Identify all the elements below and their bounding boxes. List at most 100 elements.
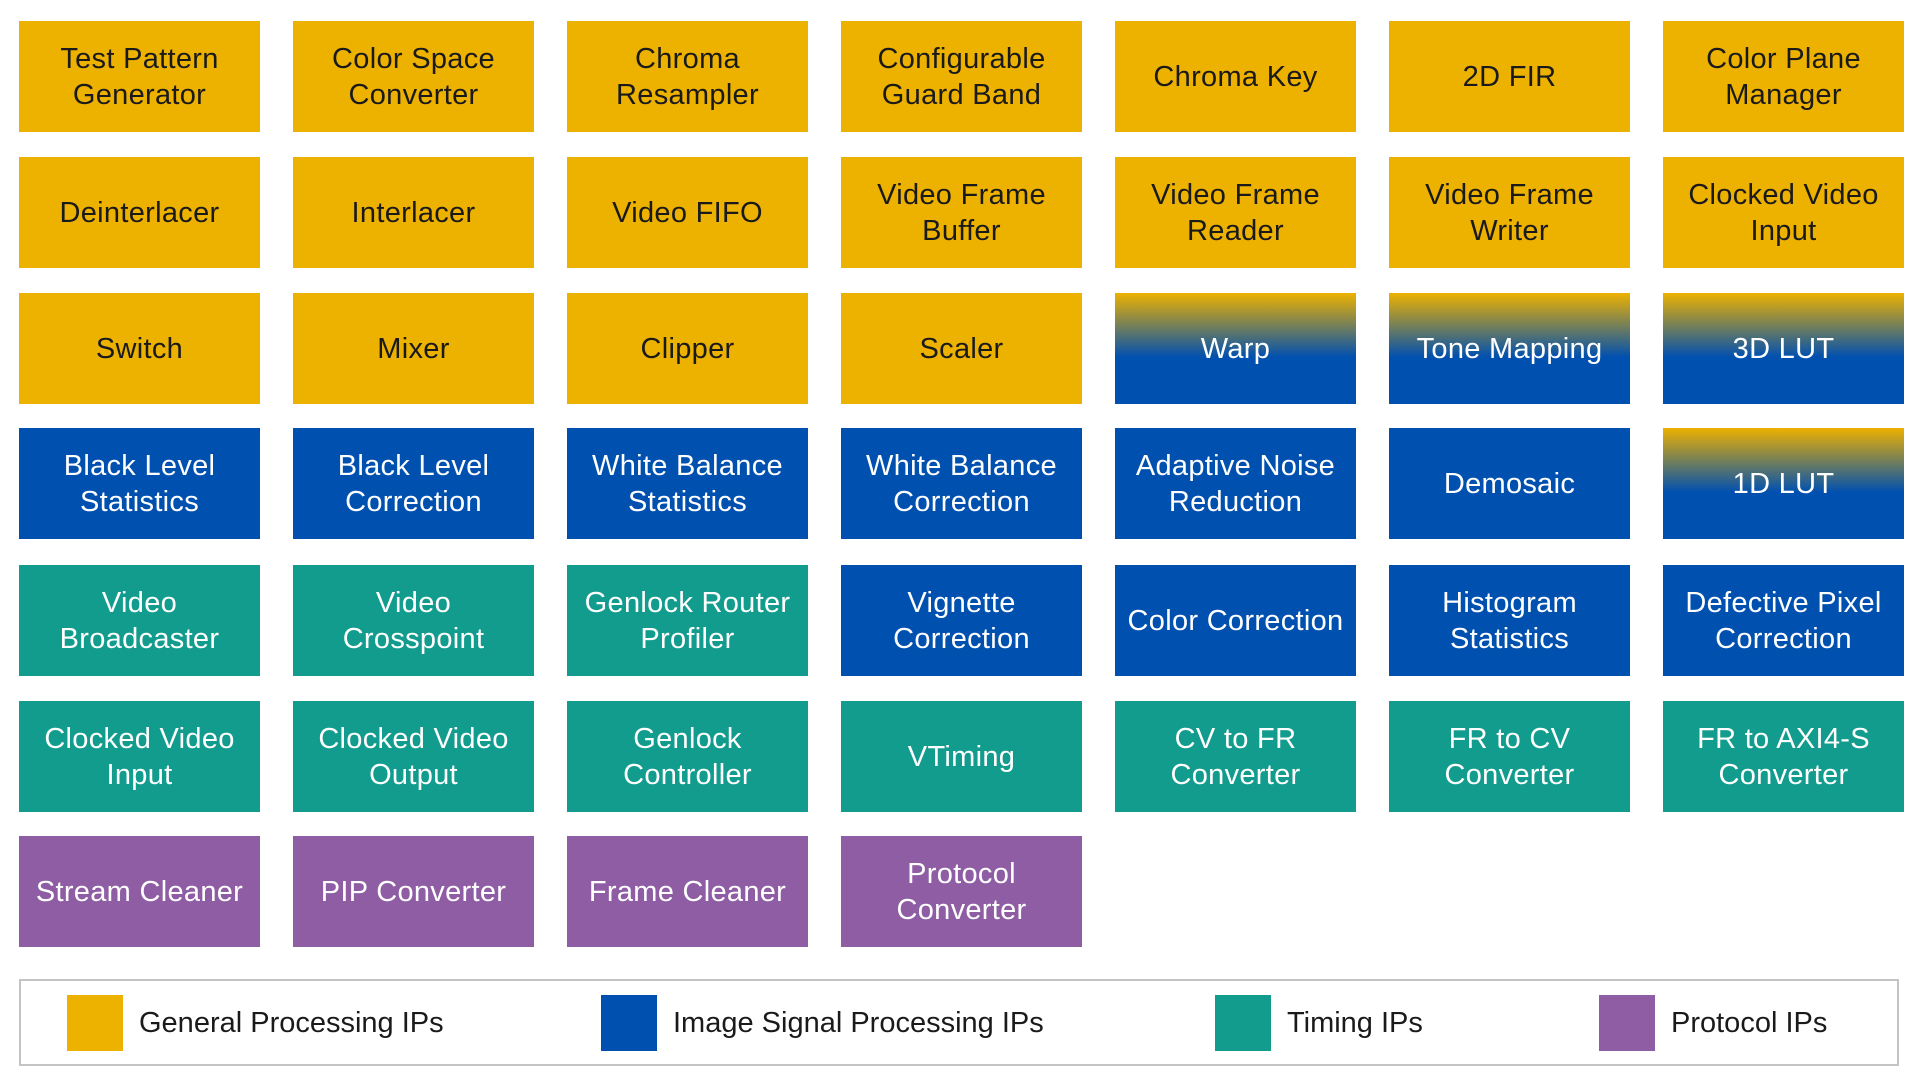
ip-block-label: Adaptive Noise Reduction bbox=[1135, 449, 1336, 518]
ip-block-label: Chroma Key bbox=[1153, 60, 1318, 93]
ip-block-clocked-video-input: Clocked Video Input bbox=[19, 701, 260, 812]
legend-label-protocol: Protocol IPs bbox=[1671, 1006, 1828, 1039]
ip-block-clocked-video-input: Clocked Video Input bbox=[1663, 157, 1904, 268]
ip-block-3d-lut: 3D LUT bbox=[1663, 293, 1904, 404]
ip-block-black-level-statistics: Black Level Statistics bbox=[19, 428, 260, 539]
ip-block-video-broadcaster: Video Broadcaster bbox=[19, 565, 260, 676]
ip-block-white-balance-correction: White Balance Correction bbox=[841, 428, 1082, 539]
legend-item-protocol: Protocol IPs bbox=[1599, 995, 1827, 1051]
ip-block-clipper: Clipper bbox=[567, 293, 808, 404]
ip-block-video-crosspoint: Video Crosspoint bbox=[293, 565, 534, 676]
ip-block-label: Frame Cleaner bbox=[588, 875, 787, 908]
ip-block-label: Video Frame Buffer bbox=[877, 178, 1046, 247]
ip-block-test-pattern-generator: Test Pattern Generator bbox=[19, 21, 260, 132]
ip-block-interlacer: Interlacer bbox=[293, 157, 534, 268]
ip-block-video-frame-buffer: Video Frame Buffer bbox=[841, 157, 1082, 268]
ip-block-label: Switch bbox=[95, 332, 184, 365]
ip-block-chroma-key: Chroma Key bbox=[1115, 21, 1356, 132]
ip-block-label: Video Frame Reader bbox=[1151, 178, 1320, 247]
legend: General Processing IPs Image Signal Proc… bbox=[19, 979, 1899, 1066]
ip-block-label: Demosaic bbox=[1443, 467, 1576, 500]
ip-block-vtiming: VTiming bbox=[841, 701, 1082, 812]
ip-block-1d-lut: 1D LUT bbox=[1663, 428, 1904, 539]
ip-block-label: Color Plane Manager bbox=[1706, 42, 1861, 111]
ip-block-label: Color Space Converter bbox=[332, 42, 495, 111]
ip-block-black-level-correction: Black Level Correction bbox=[293, 428, 534, 539]
ip-block-label: VTiming bbox=[907, 740, 1016, 773]
ip-block-label: Genlock Controller bbox=[623, 722, 752, 791]
ip-block-label: Genlock Router Profiler bbox=[584, 586, 791, 655]
ip-block-tone-mapping: Tone Mapping bbox=[1389, 293, 1630, 404]
ip-block-scaler: Scaler bbox=[841, 293, 1082, 404]
ip-block-label: Video Crosspoint bbox=[342, 586, 485, 655]
ip-block-label: FR to CV Converter bbox=[1444, 722, 1575, 791]
ip-block-warp: Warp bbox=[1115, 293, 1356, 404]
ip-block-pip-converter: PIP Converter bbox=[293, 836, 534, 947]
ip-block-label: Clocked Video Input bbox=[44, 722, 235, 791]
ip-block-color-correction: Color Correction bbox=[1115, 565, 1356, 676]
ip-block-label: Black Level Statistics bbox=[63, 449, 216, 518]
ip-block-label: 1D LUT bbox=[1732, 467, 1835, 500]
ip-block-genlock-controller: Genlock Controller bbox=[567, 701, 808, 812]
ip-block-label: Clocked Video Output bbox=[318, 722, 509, 791]
ip-block-fr-to-axi4-s-converter: FR to AXI4-S Converter bbox=[1663, 701, 1904, 812]
legend-swatch-protocol bbox=[1599, 995, 1655, 1051]
ip-block-label: Mixer bbox=[377, 332, 450, 365]
ip-block-color-space-converter: Color Space Converter bbox=[293, 21, 534, 132]
legend-label-isp: Image Signal Processing IPs bbox=[673, 1006, 1044, 1039]
ip-block-demosaic: Demosaic bbox=[1389, 428, 1630, 539]
ip-block-label: Video Frame Writer bbox=[1425, 178, 1594, 247]
ip-block-mixer: Mixer bbox=[293, 293, 534, 404]
ip-block-label: 2D FIR bbox=[1462, 60, 1557, 93]
ip-block-stream-cleaner: Stream Cleaner bbox=[19, 836, 260, 947]
ip-block-label: Interlacer bbox=[351, 196, 476, 229]
ip-block-white-balance-statistics: White Balance Statistics bbox=[567, 428, 808, 539]
ip-block-histogram-statistics: Histogram Statistics bbox=[1389, 565, 1630, 676]
legend-item-isp: Image Signal Processing IPs bbox=[601, 995, 1044, 1051]
ip-block-label: White Balance Correction bbox=[866, 449, 1057, 518]
ip-block-vignette-correction: Vignette Correction bbox=[841, 565, 1082, 676]
legend-item-general: General Processing IPs bbox=[67, 995, 444, 1051]
ip-block-video-frame-reader: Video Frame Reader bbox=[1115, 157, 1356, 268]
ip-block-video-fifo: Video FIFO bbox=[567, 157, 808, 268]
ip-block-label: Stream Cleaner bbox=[35, 875, 244, 908]
ip-block-defective-pixel-correction: Defective Pixel Correction bbox=[1663, 565, 1904, 676]
ip-block-label: Tone Mapping bbox=[1416, 332, 1603, 365]
ip-block-video-frame-writer: Video Frame Writer bbox=[1389, 157, 1630, 268]
ip-block-deinterlacer: Deinterlacer bbox=[19, 157, 260, 268]
ip-block-label: PIP Converter bbox=[320, 875, 507, 908]
ip-block-label: Chroma Resampler bbox=[616, 42, 759, 111]
ip-block-fr-to-cv-converter: FR to CV Converter bbox=[1389, 701, 1630, 812]
ip-block-genlock-router-profiler: Genlock Router Profiler bbox=[567, 565, 808, 676]
ip-block-grid: Test Pattern Generator Color Space Conver… bbox=[19, 21, 1904, 947]
ip-block-color-plane-manager: Color Plane Manager bbox=[1663, 21, 1904, 132]
ip-block-label: White Balance Statistics bbox=[592, 449, 783, 518]
ip-block-label: Test Pattern Generator bbox=[60, 42, 219, 111]
ip-block-chroma-resampler: Chroma Resampler bbox=[567, 21, 808, 132]
legend-label-general: General Processing IPs bbox=[139, 1006, 444, 1039]
legend-swatch-general bbox=[67, 995, 123, 1051]
ip-block-label: Histogram Statistics bbox=[1442, 586, 1577, 655]
ip-block-clocked-video-output: Clocked Video Output bbox=[293, 701, 534, 812]
ip-block-label: Video Broadcaster bbox=[59, 586, 220, 655]
ip-block-label: Clocked Video Input bbox=[1688, 178, 1879, 247]
ip-block-label: Video FIFO bbox=[612, 196, 763, 229]
ip-block-label: Protocol Converter bbox=[896, 857, 1027, 926]
ip-block-label: Warp bbox=[1200, 332, 1271, 365]
legend-swatch-isp bbox=[601, 995, 657, 1051]
ip-block-label: Color Correction bbox=[1127, 604, 1344, 637]
ip-block-2d-fir: 2D FIR bbox=[1389, 21, 1630, 132]
legend-item-timing: Timing IPs bbox=[1215, 995, 1423, 1051]
ip-block-label: FR to AXI4-S Converter bbox=[1697, 722, 1870, 791]
ip-block-frame-cleaner: Frame Cleaner bbox=[567, 836, 808, 947]
ip-block-label: Scaler bbox=[919, 332, 1004, 365]
ip-block-label: Configurable Guard Band bbox=[877, 42, 1046, 111]
legend-swatch-timing bbox=[1215, 995, 1271, 1051]
ip-block-configurable-guard-band: Configurable Guard Band bbox=[841, 21, 1082, 132]
ip-block-label: Clipper bbox=[640, 332, 735, 365]
legend-label-timing: Timing IPs bbox=[1287, 1006, 1423, 1039]
ip-block-protocol-converter: Protocol Converter bbox=[841, 836, 1082, 947]
ip-block-cv-to-fr-converter: CV to FR Converter bbox=[1115, 701, 1356, 812]
ip-block-label: CV to FR Converter bbox=[1170, 722, 1301, 791]
ip-block-label: Vignette Correction bbox=[893, 586, 1030, 655]
